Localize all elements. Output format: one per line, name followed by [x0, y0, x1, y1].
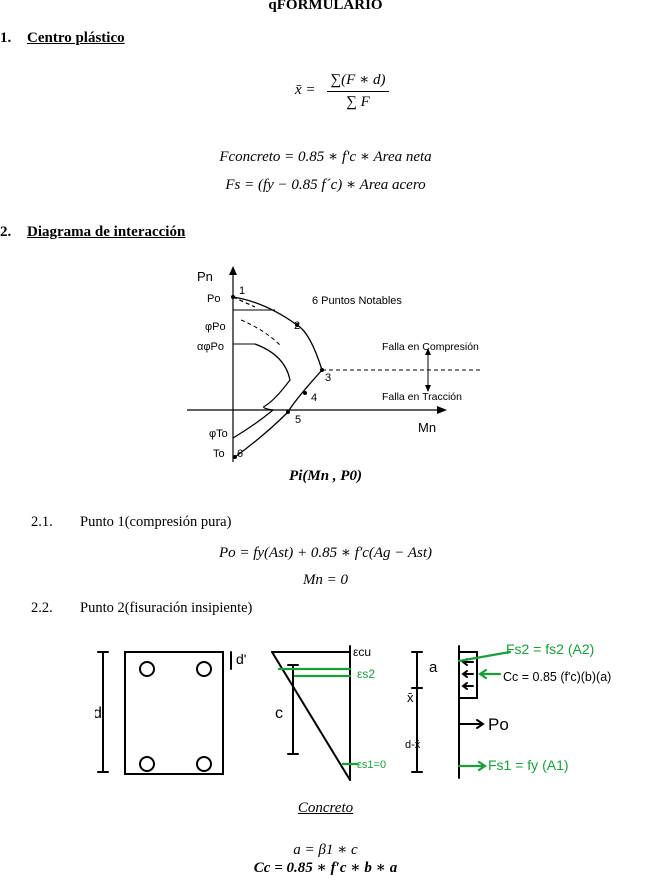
xbar-lhs: x̄ =	[295, 82, 316, 98]
diagram-heading: 6 Puntos Notables	[312, 295, 402, 307]
sketch-xbar: x̄	[407, 690, 414, 705]
falla-arrow-up	[425, 348, 431, 355]
concreto-label: Concreto	[297, 800, 354, 816]
sketch-cc: Cc = 0.85 (f'c)(b)(a)	[503, 670, 611, 684]
eq-fconcreto: Fconcreto = 0.85 ∗ f′c ∗ Area neta	[219, 149, 432, 165]
sub-21-text: Punto 1(compresión pura)	[80, 514, 232, 530]
section-2-heading: 2. Diagrama de interacción	[0, 224, 651, 244]
sketch-c: c	[275, 705, 283, 722]
label-to: To	[213, 448, 225, 460]
design-curve	[232, 343, 291, 439]
label-aphipo: αφPo	[197, 341, 224, 353]
fs1-arrow	[457, 760, 487, 772]
sub-22-number: 2.2.	[31, 600, 53, 616]
po-arrow	[458, 719, 485, 729]
axis-y-label: Pn	[197, 269, 213, 284]
x-axis-arrow	[437, 406, 447, 414]
section-1-number: 1.	[0, 30, 12, 46]
section-1-title: Centro plástico	[27, 30, 125, 46]
xbar-denominator: ∑ F	[346, 94, 370, 110]
eq-mn: Mn = 0	[302, 572, 349, 588]
point-4-label: 4	[311, 392, 317, 404]
nominal-curve	[232, 296, 323, 458]
rebar-bottom-left	[139, 756, 155, 772]
point-1-marker	[231, 295, 235, 299]
sketch-fs1: Fs1 = fy (A1)	[488, 757, 569, 773]
y-axis-arrow	[229, 266, 237, 275]
sketch-d: d	[95, 705, 102, 722]
point-5-marker	[286, 410, 290, 414]
point-3-marker	[320, 368, 324, 372]
label-po: Po	[207, 293, 220, 305]
xbar-formula: x̄ = ∑(F ∗ d) ∑ F	[295, 70, 405, 116]
point-1-label: 1	[239, 285, 245, 297]
falla-traccion-label: Falla en Tracción	[382, 391, 462, 403]
falla-compresion-label: Falla en Compresión	[382, 341, 479, 353]
section-sketch: d' d c εcu εs2 εs1=0 a x̄ d-x̄ Po Fs2 = …	[95, 641, 611, 781]
sketch-po: Po	[488, 715, 509, 734]
sketch-a: a	[429, 659, 438, 676]
rebar-top-right	[196, 661, 212, 677]
stress-block	[458, 651, 478, 699]
document-title: qFORMULARIO	[268, 0, 383, 13]
fraction-bar	[327, 91, 389, 92]
label-phito: φTo	[209, 428, 228, 440]
pi-label: Pi(Mn , P0)	[289, 468, 362, 484]
eq-cc: Cc = 0.85 ∗ f′c ∗ b ∗ a	[253, 860, 398, 876]
xbar-numerator: ∑(F ∗ d)	[330, 72, 386, 88]
inner-dash	[240, 319, 282, 347]
interaction-diagram: Pn Mn Po φPo αφPo φTo To 1 2 3 4 5 6 6 P…	[187, 266, 480, 462]
section-2-title: Diagrama de interacción	[27, 224, 186, 240]
point-4-marker	[303, 391, 307, 395]
point-6-label: 6	[237, 448, 243, 460]
axis-x-label: Mn	[418, 420, 436, 435]
sketch-d-prime: d'	[236, 651, 246, 667]
point-5-label: 5	[295, 414, 301, 426]
falla-arrow-down	[425, 385, 431, 392]
sub-22-text: Punto 2(fisuración insipiente)	[80, 600, 253, 616]
sketch-d-minus-xbar: d-x̄	[405, 739, 421, 751]
point-2-label: 2	[294, 320, 300, 332]
point-2-marker	[295, 323, 299, 327]
label-phipo: φPo	[205, 321, 226, 333]
eq-po: Po = fy(Ast) + 0.85 ∗ f′c(Ag − Ast)	[218, 545, 433, 561]
sketch-fs2: Fs2 = fs2 (A2)	[506, 641, 594, 657]
sketch-ecu: εcu	[353, 645, 371, 659]
eq-a: a = β1 ∗ c	[293, 842, 358, 858]
rebar-bottom-right	[196, 756, 212, 772]
section-1-heading: 1. Centro plástico	[0, 30, 651, 50]
rebar-top-left	[139, 661, 155, 677]
point-3-label: 3	[325, 372, 331, 384]
sub-21-number: 2.1.	[31, 514, 53, 530]
sketch-es2: εs2	[357, 667, 375, 681]
point-6-marker	[233, 455, 237, 459]
sketch-es1: εs1=0	[357, 759, 386, 771]
eq-fs: Fs = (fy − 0.85 f´c) ∗ Area acero	[225, 177, 426, 193]
section-2-number: 2.	[0, 224, 12, 240]
cc-arrow	[478, 668, 502, 680]
section-rectangle	[124, 651, 224, 775]
